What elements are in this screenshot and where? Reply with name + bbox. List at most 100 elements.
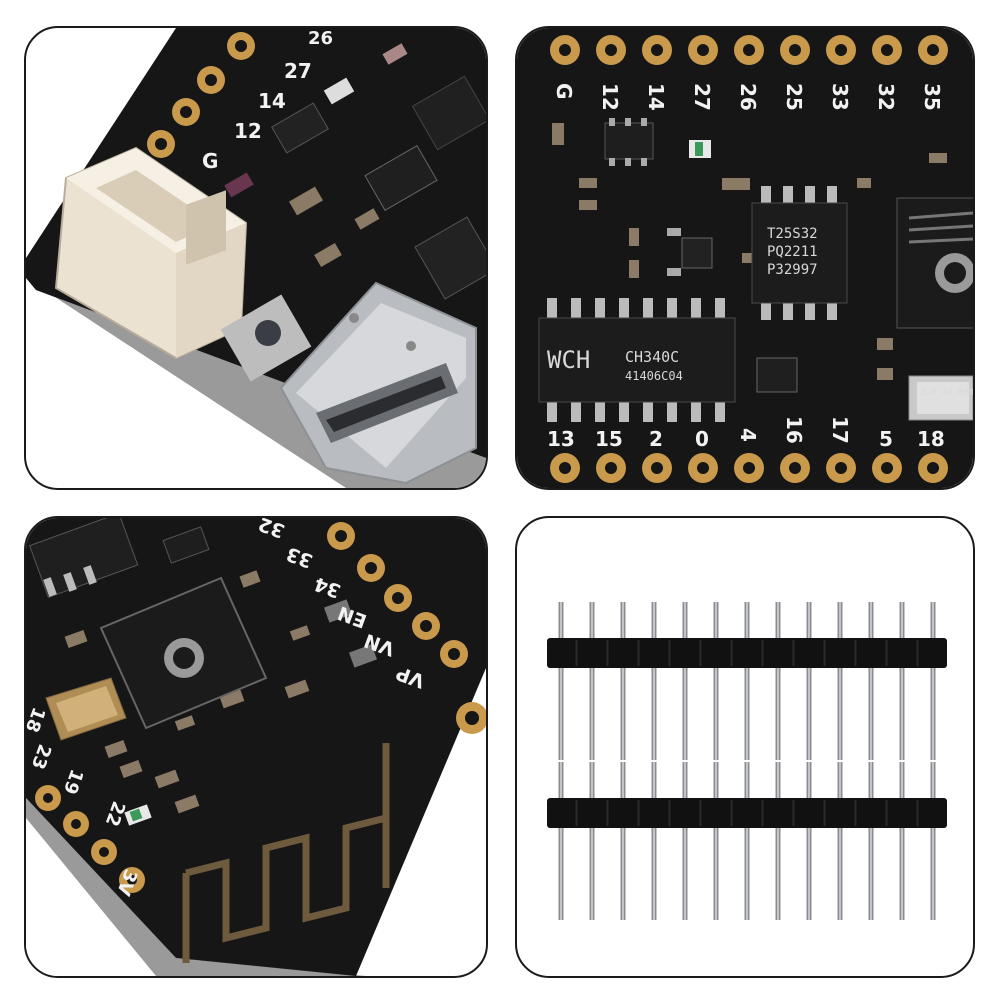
header-segment-divider bbox=[854, 640, 857, 666]
header-segment-divider bbox=[637, 640, 640, 666]
pin-label: 15 bbox=[595, 427, 623, 451]
pin-label: G bbox=[552, 83, 576, 99]
pin-label: 25 bbox=[782, 83, 806, 111]
pin-header-strip bbox=[547, 762, 947, 920]
header-pin-highlight bbox=[746, 762, 748, 920]
pin-label: 4 bbox=[736, 428, 760, 442]
pin-label: 0 bbox=[695, 427, 709, 451]
header-segment-divider bbox=[823, 800, 826, 826]
header-pin-highlight bbox=[901, 762, 903, 920]
header-segment-divider bbox=[699, 800, 702, 826]
header-segment-divider bbox=[854, 800, 857, 826]
header-segment-divider bbox=[730, 800, 733, 826]
chip-brand: WCH bbox=[547, 346, 590, 374]
header-segment-divider bbox=[668, 640, 671, 666]
header-pin-highlight bbox=[715, 762, 717, 920]
flash-chip-marking: PQ2211 bbox=[767, 244, 818, 260]
header-pin-highlight bbox=[901, 602, 903, 760]
header-segment-divider bbox=[637, 800, 640, 826]
gold-pads bbox=[147, 32, 255, 158]
header-segment-divider bbox=[792, 640, 795, 666]
header-plastic-body bbox=[547, 798, 947, 828]
header-segment-divider bbox=[885, 640, 888, 666]
pcb-connector-view: 26 27 14 12 G bbox=[26, 28, 486, 488]
header-pin-highlight bbox=[684, 602, 686, 760]
pin-label: 12 bbox=[234, 119, 262, 143]
header-pin-highlight bbox=[653, 602, 655, 760]
header-segment-divider bbox=[606, 800, 609, 826]
smd-components bbox=[552, 118, 947, 393]
pin-header-strip bbox=[547, 602, 947, 760]
gold-pads bbox=[35, 785, 145, 893]
flash-chip-marking: P32997 bbox=[767, 262, 818, 278]
header-pin-highlight bbox=[684, 762, 686, 920]
chip-code: 41406C04 bbox=[625, 369, 683, 383]
header-pin-highlight bbox=[839, 602, 841, 760]
header-pin-highlight bbox=[870, 762, 872, 920]
smd-components bbox=[28, 518, 378, 826]
pin-label: 18 bbox=[26, 704, 49, 735]
usb-serial-chip: WCH CH340C 41406C04 bbox=[538, 298, 736, 422]
header-pin-highlight bbox=[622, 762, 624, 920]
header-segment-divider bbox=[916, 800, 919, 826]
flash-chip-marking: T25S32 bbox=[767, 226, 818, 242]
pin-label: 14 bbox=[258, 89, 286, 113]
pin-headers-illustration bbox=[547, 602, 947, 920]
panel-top-view: G 12 14 27 26 25 33 32 35 bbox=[515, 26, 975, 490]
header-pin-highlight bbox=[591, 762, 593, 920]
header-pin-highlight bbox=[839, 762, 841, 920]
smd-components bbox=[224, 43, 486, 300]
header-segment-divider bbox=[916, 640, 919, 666]
gold-pads bbox=[327, 522, 486, 734]
bottom-pin-pads bbox=[550, 453, 948, 483]
header-pin-highlight bbox=[808, 602, 810, 760]
panel-antenna-closeup: 32 33 34 EN VN VP 18 23 19 22 3V bbox=[24, 516, 488, 978]
panel-pin-headers bbox=[515, 516, 975, 978]
pcb-top-view: G 12 14 27 26 25 33 32 35 bbox=[517, 28, 973, 488]
header-segment-divider bbox=[668, 800, 671, 826]
pin-label: 32 bbox=[874, 83, 898, 111]
esp32-chip bbox=[99, 576, 268, 730]
pin-label: 27 bbox=[690, 83, 714, 111]
header-pin-highlight bbox=[715, 602, 717, 760]
header-pin-highlight bbox=[777, 762, 779, 920]
flash-chip: T25S32 PQ2211 P32997 bbox=[751, 186, 848, 320]
header-segment-divider bbox=[606, 640, 609, 666]
pin-label: 26 bbox=[308, 28, 333, 49]
header-segment-divider bbox=[575, 640, 578, 666]
pin-label: 18 bbox=[917, 427, 945, 451]
header-plastic-body bbox=[547, 638, 947, 668]
pin-label: 5 bbox=[879, 427, 893, 451]
pin-label: 33 bbox=[828, 83, 852, 111]
header-pin-highlight bbox=[560, 602, 562, 760]
header-pin-highlight bbox=[746, 602, 748, 760]
header-pin-highlight bbox=[808, 762, 810, 920]
header-segment-divider bbox=[575, 800, 578, 826]
pin-label: 2 bbox=[649, 427, 663, 451]
jst-connector bbox=[54, 146, 248, 360]
header-pin-highlight bbox=[622, 602, 624, 760]
header-segment-divider bbox=[792, 800, 795, 826]
pin-label: 32 bbox=[255, 518, 287, 542]
header-pin-highlight bbox=[870, 602, 872, 760]
pin-label: 17 bbox=[828, 416, 852, 444]
header-segment-divider bbox=[730, 640, 733, 666]
crystal-marking: Z-M 40.000 bbox=[920, 388, 973, 398]
panel-connector-closeup: 26 27 14 12 G bbox=[24, 26, 488, 490]
pin-label: G bbox=[202, 149, 218, 173]
header-segment-divider bbox=[699, 640, 702, 666]
top-pin-labels: G 12 14 27 26 25 33 32 35 bbox=[552, 83, 944, 111]
top-pin-pads bbox=[550, 35, 948, 65]
header-pin-highlight bbox=[932, 602, 934, 760]
pin-label: 14 bbox=[644, 83, 668, 111]
pin-label: 27 bbox=[284, 59, 312, 83]
header-segment-divider bbox=[761, 640, 764, 666]
pin-label: 13 bbox=[547, 427, 575, 451]
pcb-antenna-view: 32 33 34 EN VN VP 18 23 19 22 3V bbox=[26, 518, 486, 976]
usb-c-port bbox=[279, 281, 477, 485]
chip-model: CH340C bbox=[625, 348, 679, 366]
header-segment-divider bbox=[885, 800, 888, 826]
header-pin-highlight bbox=[591, 602, 593, 760]
pcb-edge bbox=[26, 798, 366, 976]
pin-label: 35 bbox=[920, 83, 944, 111]
